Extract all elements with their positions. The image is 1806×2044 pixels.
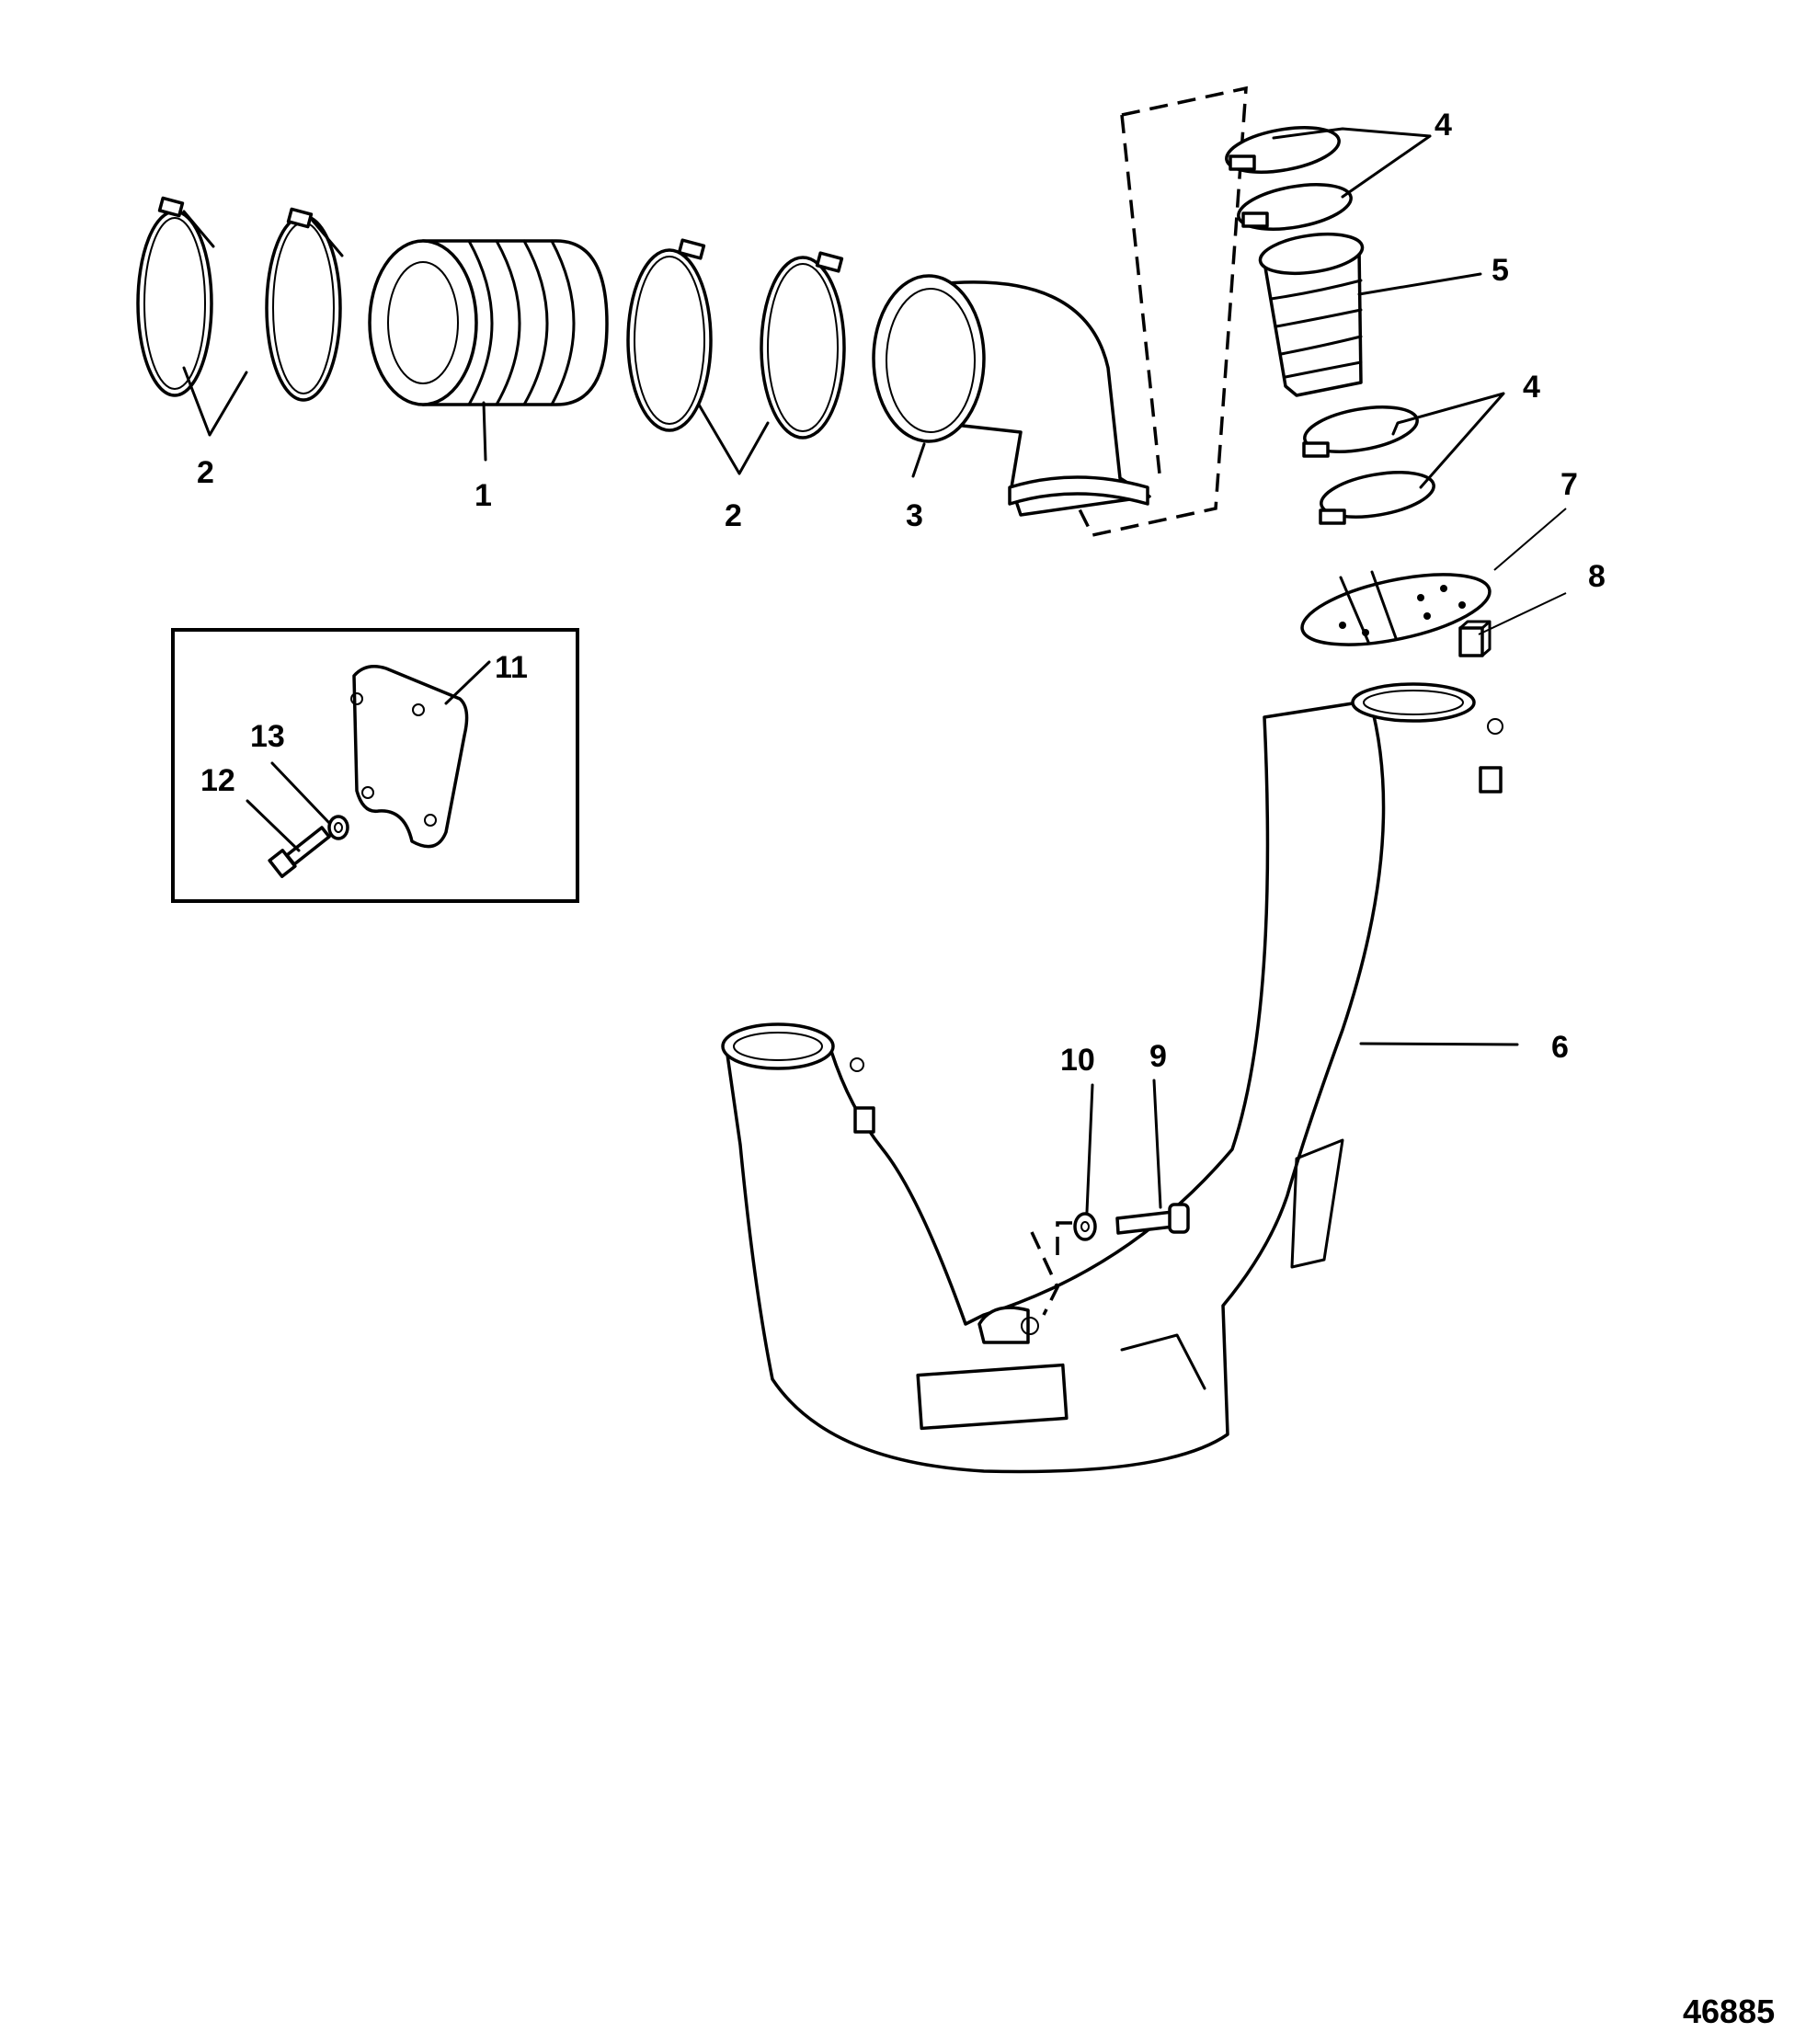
exhaust-bellows-hose xyxy=(368,239,609,406)
callout-12: 12 xyxy=(200,763,235,798)
hose-clamp-left-inner xyxy=(265,207,344,402)
dashed-group-bracket xyxy=(1076,86,1248,537)
callout-1: 1 xyxy=(474,478,492,513)
hose-clamp-upper-bottom xyxy=(1237,183,1353,231)
flapper-valve xyxy=(1300,570,1492,646)
hose-clamp-right-inner xyxy=(760,251,846,440)
exhaust-hose-short xyxy=(1258,232,1365,397)
figure-number: 46885 xyxy=(1683,1993,1775,2030)
callout-11: 11 xyxy=(495,650,528,685)
callout-3: 3 xyxy=(906,498,923,533)
callout-2-left: 2 xyxy=(197,455,214,490)
exhaust-elbow xyxy=(872,274,1151,517)
washer xyxy=(1073,1212,1097,1241)
lock-washer xyxy=(327,815,349,840)
bolt-large xyxy=(1115,1203,1190,1235)
callout-7: 7 xyxy=(1560,467,1578,502)
callout-10: 10 xyxy=(1060,1043,1095,1078)
rubber-bumper xyxy=(1458,620,1492,657)
callout-13: 13 xyxy=(250,719,285,754)
callout-8: 8 xyxy=(1588,559,1606,594)
callout-4-upper: 4 xyxy=(1435,108,1452,143)
hose-clamp-upper-top xyxy=(1225,126,1341,174)
inset-detail-box xyxy=(171,628,579,903)
callout-9: 9 xyxy=(1149,1039,1167,1074)
mounting-plate xyxy=(350,665,469,849)
dashed-bolt-leader xyxy=(1030,1221,1078,1316)
hose-clamp-left-outer xyxy=(136,196,215,397)
callout-4-lower: 4 xyxy=(1523,370,1540,405)
bolt-small xyxy=(268,826,331,878)
hose-clamp-right-outer xyxy=(626,238,713,432)
callout-2-right: 2 xyxy=(725,498,742,533)
callout-5: 5 xyxy=(1492,253,1509,288)
hose-clamp-lower-bottom xyxy=(1319,471,1435,525)
exhaust-y-pipe xyxy=(721,682,1503,1474)
hose-clamp-lower-top xyxy=(1302,405,1419,458)
callout-6: 6 xyxy=(1551,1030,1569,1065)
leader-lines xyxy=(182,127,1567,1214)
